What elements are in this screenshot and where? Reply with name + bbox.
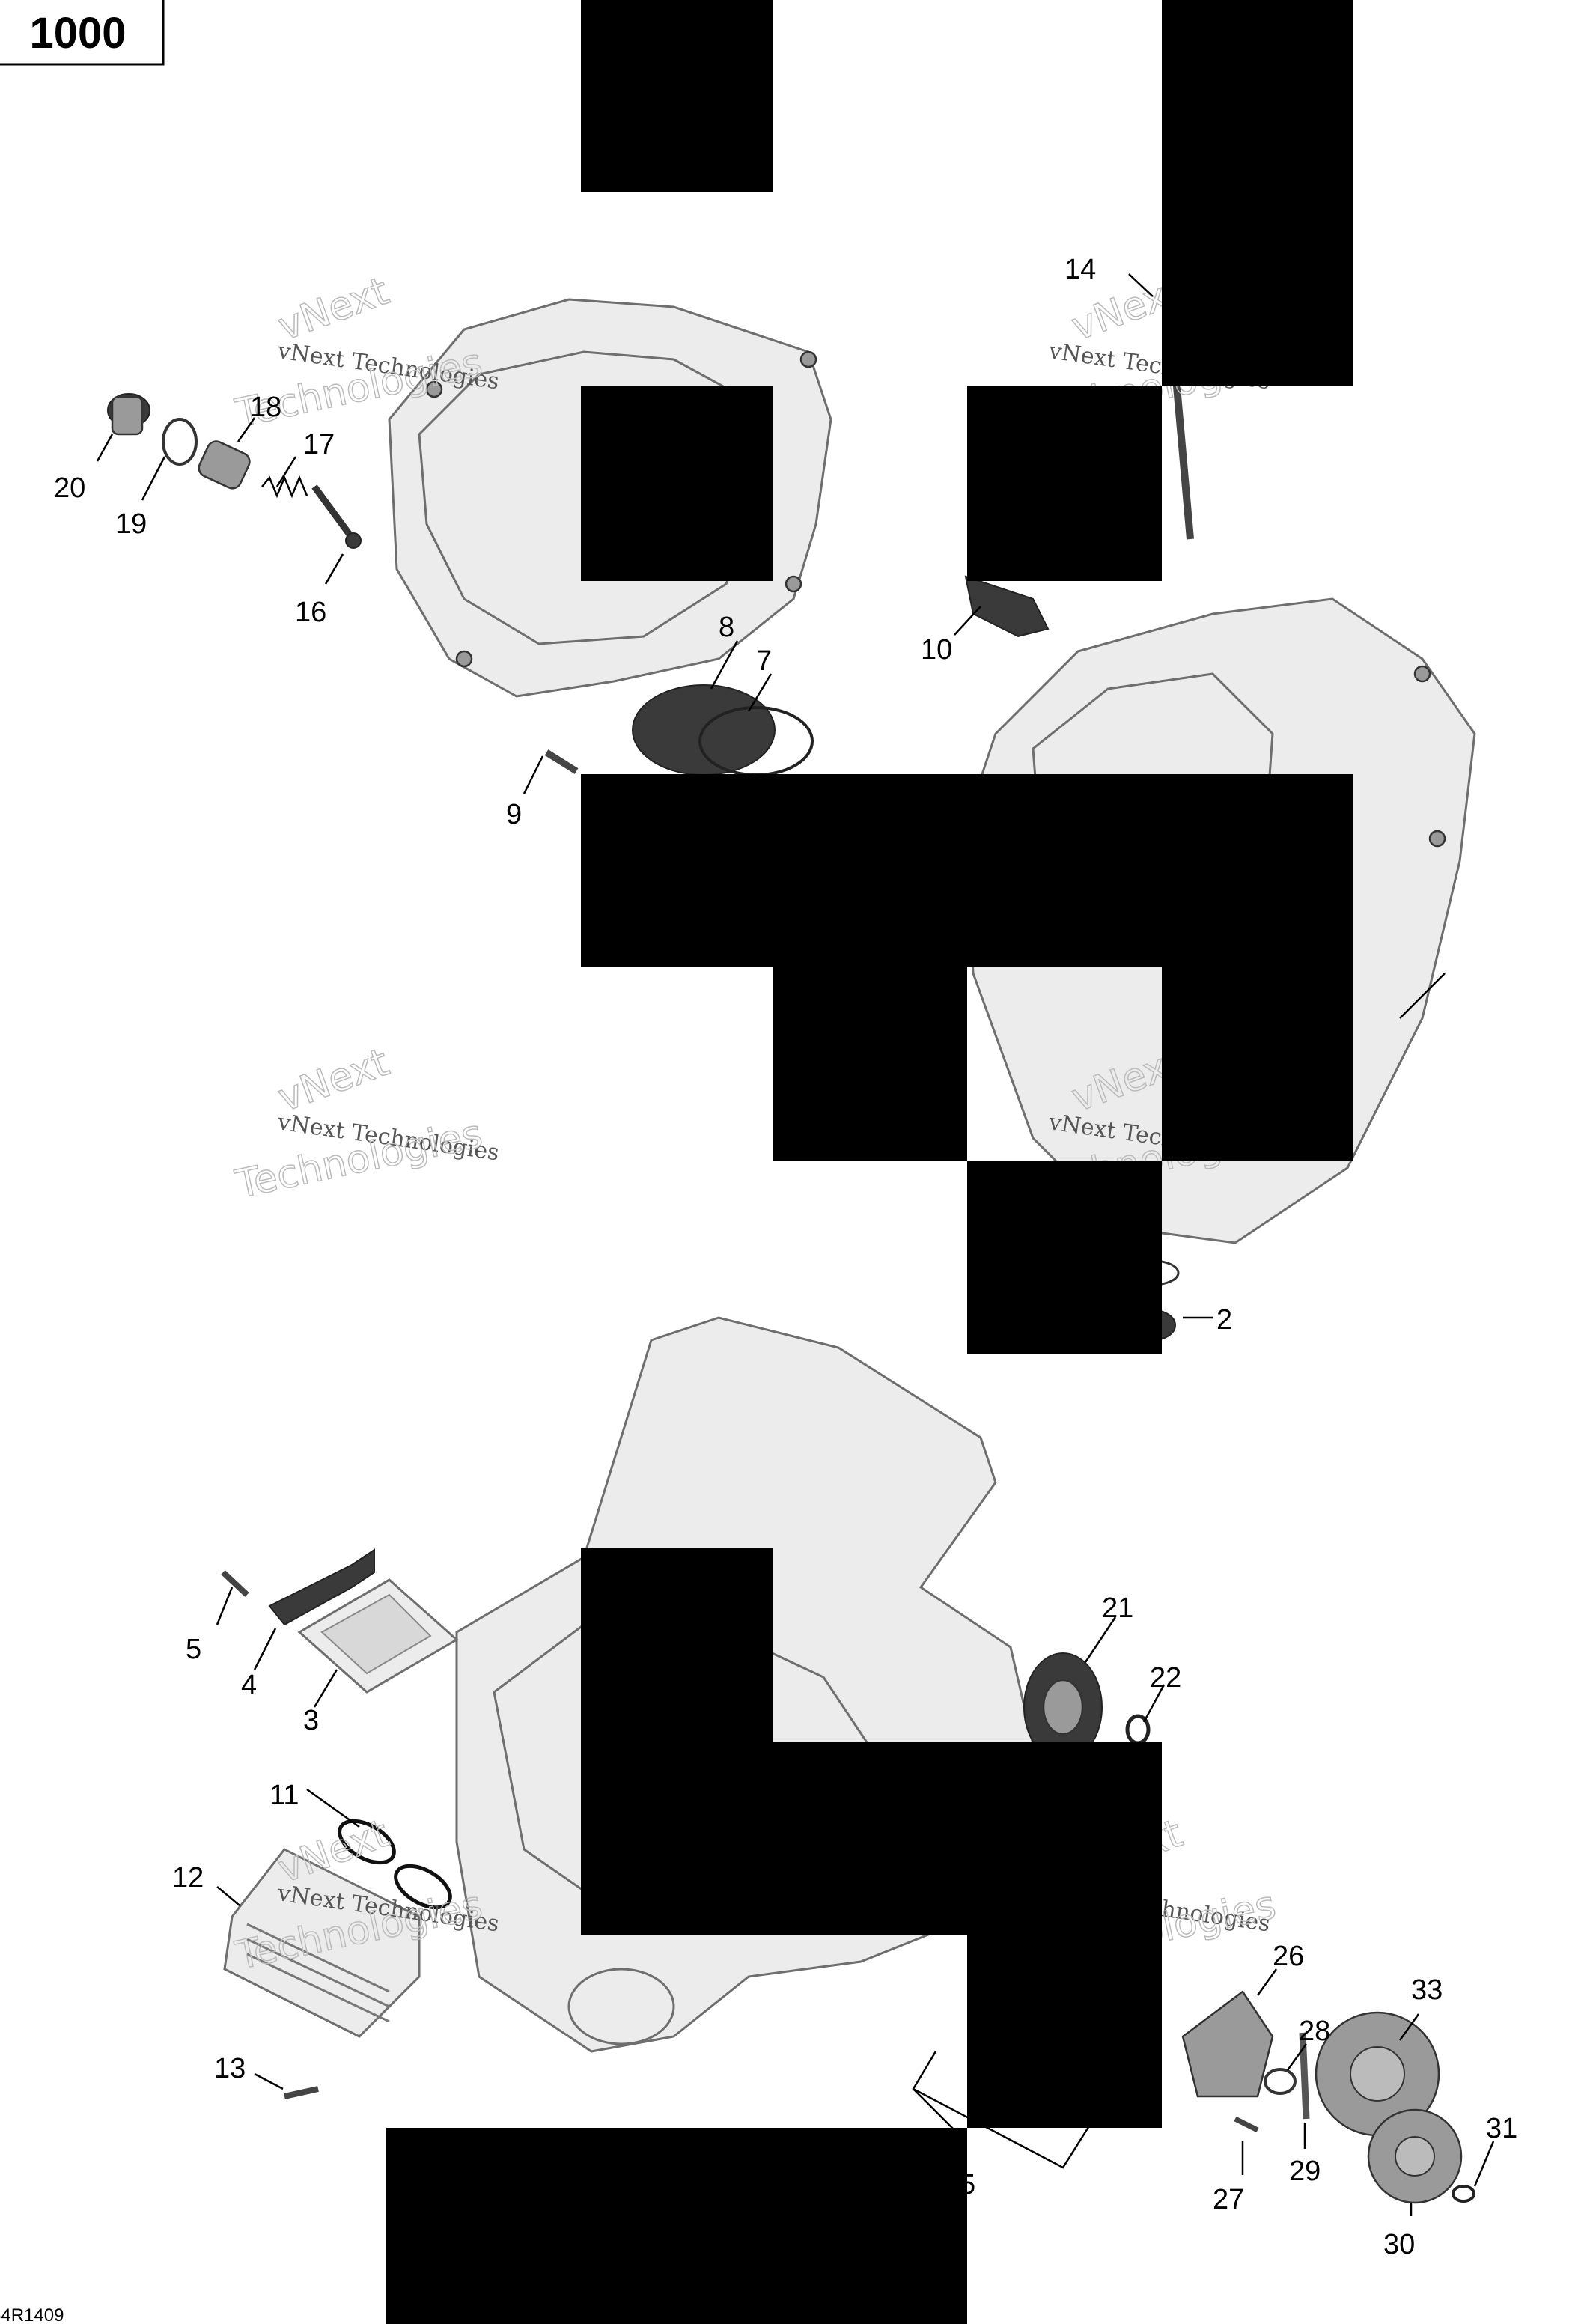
- callout-28: 28: [1299, 2016, 1330, 2047]
- redaction-block: [581, 0, 773, 192]
- callout-8: 8: [719, 612, 734, 643]
- redaction-block: [581, 1548, 773, 1935]
- redaction-block: [773, 967, 967, 1161]
- callout-20: 20: [54, 472, 85, 504]
- drawing-code: 54R1409: [0, 2305, 64, 2324]
- redaction-block: [773, 1742, 1162, 1935]
- svg-text:vNext: vNext: [272, 269, 395, 350]
- pump-cover-upper: [544, 684, 814, 776]
- callout-18: 18: [250, 392, 281, 423]
- callout-21: 21: [1102, 1593, 1133, 1624]
- redaction-block: [967, 1161, 1162, 1354]
- section-label: 1000: [29, 9, 126, 58]
- callout-22: 22: [1150, 1662, 1181, 1694]
- callout-31: 31: [1486, 2113, 1517, 2144]
- callout-30: 30: [1383, 2229, 1415, 2260]
- callout-27: 27: [1213, 2184, 1244, 2215]
- callout-12: 12: [172, 1862, 204, 1893]
- callout-3: 3: [303, 1705, 319, 1736]
- callout-26: 26: [1273, 1941, 1304, 1972]
- redaction-block: [1162, 967, 1353, 1161]
- oil-pump-lower: [1181, 1990, 1310, 2133]
- watermark-3: vNext vNext Technologies Technologies: [231, 1039, 501, 1208]
- pressure-relief-parts: [107, 393, 362, 549]
- callout-19: 19: [115, 508, 147, 540]
- redaction-blocks: [386, 0, 1353, 2324]
- redaction-block: [386, 2128, 967, 2324]
- callout-33: 33: [1411, 1974, 1443, 2006]
- callout-14: 14: [1064, 254, 1096, 285]
- callout-17: 17: [303, 429, 335, 460]
- redaction-block: [967, 1935, 1162, 2128]
- callout-2: 2: [1216, 1304, 1232, 1336]
- callout-7: 7: [756, 645, 772, 677]
- oil-cooler-parts: [223, 1819, 452, 2099]
- callout-10: 10: [921, 634, 952, 666]
- leader-lines: [96, 273, 1495, 2216]
- callout-4: 4: [241, 1670, 257, 1701]
- redaction-block: [581, 774, 1353, 967]
- svg-text:vNext: vNext: [272, 1040, 395, 1121]
- callout-11: 11: [269, 1780, 299, 1811]
- callout-29: 29: [1289, 2156, 1321, 2187]
- idler-gear-parts: [1023, 1652, 1151, 1762]
- redaction-block: [581, 386, 773, 581]
- strainer-parts: [221, 1548, 459, 1694]
- callout-13: 13: [214, 2053, 246, 2084]
- callout-5: 5: [186, 1634, 201, 1665]
- redaction-block: [1162, 0, 1353, 386]
- pump-gears: [1315, 2011, 1475, 2204]
- section-label-box: 1000: [0, 0, 165, 66]
- callout-16: 16: [295, 597, 326, 628]
- redaction-block: [967, 386, 1162, 581]
- callout-9: 9: [506, 799, 522, 830]
